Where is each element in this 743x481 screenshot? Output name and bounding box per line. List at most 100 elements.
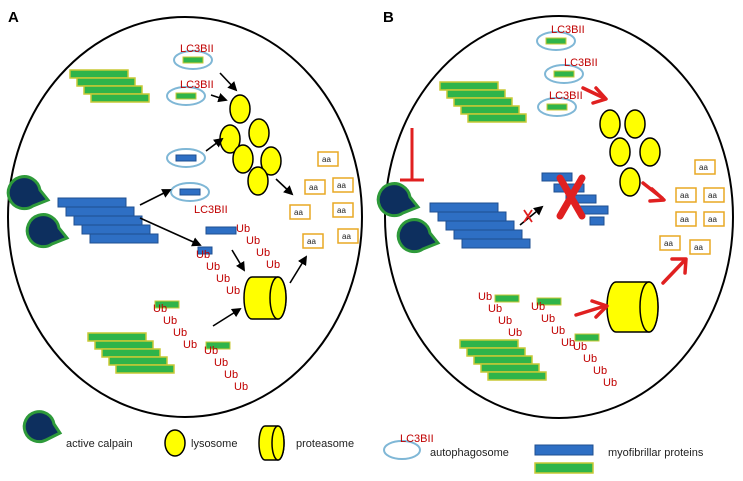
autophagosome: LC3BII <box>536 24 585 51</box>
svg-text:Ub: Ub <box>541 313 555 325</box>
svg-text:Ub: Ub <box>593 365 607 377</box>
svg-text:Ub: Ub <box>531 301 545 313</box>
legend-myofibrillar: myofibrillar proteins <box>608 447 704 459</box>
autophagosome: LC3BII <box>173 43 214 70</box>
blocked-protein-fragments <box>541 172 609 226</box>
svg-text:aa: aa <box>337 206 346 215</box>
svg-text:Ub: Ub <box>173 327 187 339</box>
calpain-legend-icon <box>22 410 63 444</box>
blocked-x-icon <box>556 174 586 220</box>
myofibrillar-stack-blue <box>57 197 159 244</box>
legend: active calpain lysosome proteasome LC3BI… <box>22 410 704 474</box>
autophagosome: LC3BII <box>537 90 583 117</box>
lysosome <box>260 146 282 176</box>
amino-acid-boxes: aa aa aa aa aa aa aa <box>659 159 725 255</box>
ubiquitin-chain: Ub Ub Ub Ub Ub Ub Ub Ub <box>153 303 248 393</box>
svg-text:Ub: Ub <box>163 315 177 327</box>
svg-text:Ub: Ub <box>236 223 250 235</box>
lysosome <box>247 166 269 196</box>
svg-text:aa: aa <box>680 191 689 200</box>
svg-text:Ub: Ub <box>551 325 565 337</box>
svg-text:Ub: Ub <box>583 353 597 365</box>
svg-text:Ub: Ub <box>216 273 230 285</box>
svg-text:Ub: Ub <box>488 303 502 315</box>
proteasome <box>243 276 287 320</box>
svg-text:aa: aa <box>294 208 303 217</box>
autophagosome-legend-icon <box>383 440 421 460</box>
myofibrillar-stack-green <box>459 339 547 381</box>
proteasome-legend-icon <box>258 425 285 461</box>
lysosome <box>229 94 251 124</box>
legend-calpain: active calpain <box>66 438 133 450</box>
svg-text:aa: aa <box>337 181 346 190</box>
panel-b: B LC3BII LC3BII LC3BII <box>376 9 734 419</box>
legend-lysosome: lysosome <box>191 438 237 450</box>
svg-text:Ub: Ub <box>603 377 617 389</box>
panel-b-label: B <box>383 9 394 26</box>
panel-a-label: A <box>8 9 19 26</box>
svg-text:Ub: Ub <box>183 339 197 351</box>
svg-text:aa: aa <box>694 243 703 252</box>
svg-text:aa: aa <box>708 215 717 224</box>
blocked-arrow <box>519 205 544 226</box>
amino-acid-boxes: aa aa aa aa aa aa aa <box>289 151 359 249</box>
svg-text:Ub: Ub <box>204 345 218 357</box>
green-protein-legend-icon <box>534 462 594 474</box>
pathway-arrows <box>139 72 308 327</box>
lysosome <box>232 144 254 174</box>
calpain <box>6 175 70 249</box>
svg-text:Ub: Ub <box>266 259 280 271</box>
svg-text:aa: aa <box>699 163 708 172</box>
blue-protein-legend-icon <box>534 444 594 456</box>
lysosome <box>639 137 661 167</box>
svg-text:aa: aa <box>309 183 318 192</box>
enhanced-pathway-arrows <box>574 86 688 319</box>
calpain <box>376 182 441 254</box>
svg-text:Ub: Ub <box>196 249 210 261</box>
svg-text:Ub: Ub <box>246 235 260 247</box>
svg-text:Ub: Ub <box>234 381 248 393</box>
lysosome <box>248 118 270 148</box>
svg-text:Ub: Ub <box>224 369 238 381</box>
autophagosome: LC3BII <box>544 57 598 84</box>
lysosome-cluster <box>219 94 282 196</box>
svg-text:aa: aa <box>342 232 351 241</box>
svg-text:Ub: Ub <box>573 341 587 353</box>
svg-text:aa: aa <box>664 239 673 248</box>
svg-text:Ub: Ub <box>478 291 492 303</box>
lc3bii-label: LC3BII <box>180 79 214 91</box>
myofibrillar-stack-green <box>439 81 527 123</box>
svg-text:Ub: Ub <box>214 357 228 369</box>
lc3bii-label: LC3BII <box>551 24 585 36</box>
lc3bii-label: LC3BII <box>564 57 598 69</box>
lysosome <box>619 167 641 197</box>
proteasome <box>606 281 659 333</box>
svg-text:Ub: Ub <box>206 261 220 273</box>
svg-text:aa: aa <box>708 191 717 200</box>
lc3bii-label: LC3BII <box>549 90 583 102</box>
autophagosome: LC3BII <box>166 79 214 106</box>
lysosome <box>599 109 621 139</box>
myofibrillar-stack-green <box>87 332 175 374</box>
svg-text:aa: aa <box>322 155 331 164</box>
svg-text:Ub: Ub <box>561 337 575 349</box>
inhibition-symbol <box>400 128 424 182</box>
panel-a: A LC3BII LC3BII LC3BII <box>6 9 363 418</box>
autophagosome: LC3BII <box>170 182 228 216</box>
legend-autophagosome: autophagosome <box>430 447 509 459</box>
svg-text:Ub: Ub <box>256 247 270 259</box>
svg-text:aa: aa <box>680 215 689 224</box>
lysosome <box>609 137 631 167</box>
lysosome <box>624 109 646 139</box>
svg-text:Ub: Ub <box>226 285 240 297</box>
svg-text:Ub: Ub <box>498 315 512 327</box>
svg-text:Ub: Ub <box>153 303 167 315</box>
legend-proteasome: proteasome <box>296 438 354 450</box>
myofibrillar-stack-blue <box>429 202 531 249</box>
lysosome-legend-icon <box>164 429 186 457</box>
svg-text:aa: aa <box>307 237 316 246</box>
lc3bii-label: LC3BII <box>194 204 228 216</box>
lysosome-cluster <box>599 109 661 197</box>
ubiquitin-chain: Ub Ub Ub Ub Ub Ub Ub Ub Ub Ub Ub Ub <box>478 291 617 389</box>
